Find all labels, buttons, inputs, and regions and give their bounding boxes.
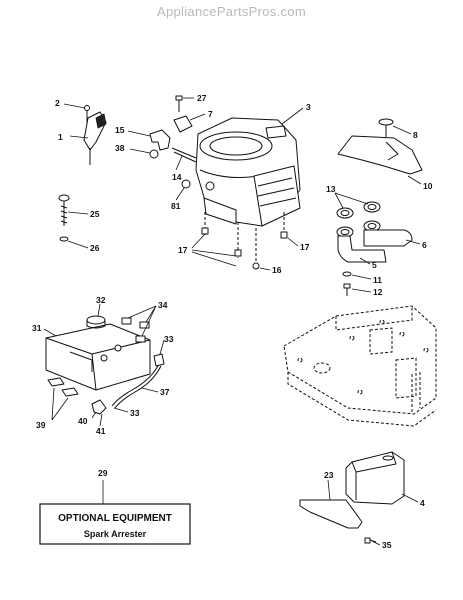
callout-25: 25 [90,209,100,219]
callout-40: 40 [78,416,88,426]
optional-equipment-title: OPTIONAL EQUIPMENT [58,513,172,524]
callout-16: 16 [272,265,282,275]
callout-81: 81 [171,201,181,211]
callout-5: 5 [372,260,377,270]
callout-1: 1 [58,132,63,142]
washer-26 [59,236,69,242]
filter-32 [86,315,106,329]
callout-4: 4 [420,498,425,508]
callout-15: 15 [115,125,125,135]
optional-equipment-box [39,503,191,545]
callout-8: 8 [413,130,418,140]
watermark: AppliancePartsPros.com [157,4,306,19]
callout-34: 34 [158,300,168,310]
callout-27: 27 [197,93,207,103]
gaskets-13 [336,201,381,238]
callout-35: 35 [382,540,392,550]
blocks-39 [47,377,79,397]
hose-14 [171,147,197,163]
callout-11: 11 [373,275,382,285]
callout-39: 39 [36,420,46,430]
callout-29: 29 [98,468,108,478]
callout-31: 31 [32,323,42,333]
callout-10: 10 [423,181,433,191]
callout-33b: 33 [130,408,140,418]
bolt-12 [343,283,351,296]
callout-26: 26 [90,243,100,253]
heat-shield-10 [337,135,423,175]
callout-37: 37 [160,387,170,397]
elbow-40 [91,399,107,415]
engine [195,117,301,227]
callout-7: 7 [208,109,213,119]
clips-34 [121,317,150,343]
bolt-25 [58,194,70,226]
callout-32: 32 [96,295,106,305]
callout-17b: 17 [300,242,310,252]
chassis-frame [283,305,437,427]
washer-11 [342,271,352,277]
bolt-27 [175,95,183,112]
muffler-4 [345,451,405,505]
callout-12: 12 [373,287,383,297]
callout-41: 41 [96,426,106,436]
air-cleaner-31 [45,323,151,391]
callout-6: 6 [422,240,427,250]
pipe-6 [363,229,413,247]
pipe-5 [337,235,387,263]
callout-23: 23 [324,470,334,480]
callout-13: 13 [326,184,336,194]
elbow-15 [149,129,171,151]
callout-3: 3 [306,102,311,112]
shield-23 [299,499,363,529]
callout-2: 2 [55,98,60,108]
hose-37 [111,365,159,407]
bracket-7 [173,115,193,133]
nut-81 [181,179,191,189]
fitting-33-top [153,353,165,367]
callout-17a: 17 [178,245,188,255]
callout-14: 14 [172,172,182,182]
callout-33a: 33 [164,334,174,344]
bolt-35 [364,537,377,544]
callout-38: 38 [115,143,125,153]
fitting-38 [149,149,159,159]
throttle-control [83,105,107,165]
knob-8 [378,118,394,138]
optional-equipment-subtitle: Spark Arrester [84,529,147,539]
